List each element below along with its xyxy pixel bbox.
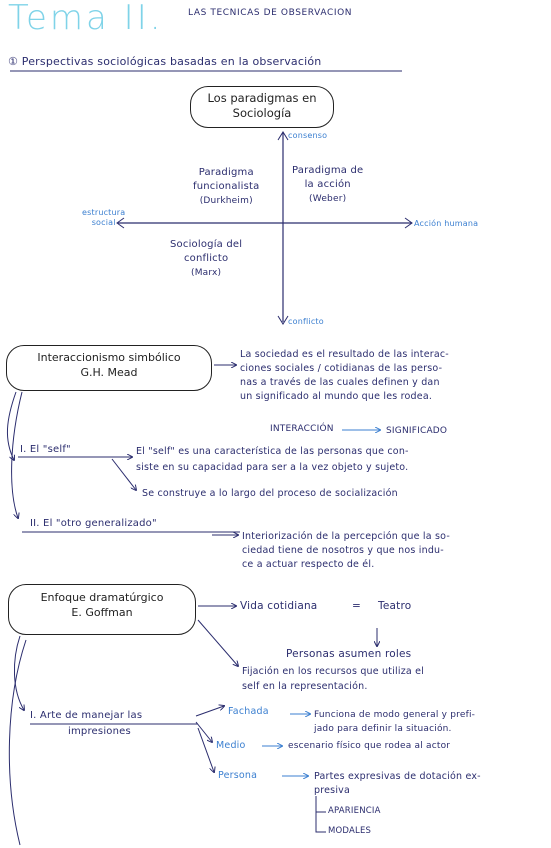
quadrant-line: la acción (304, 179, 351, 190)
cloud-line: Enfoque dramatúrgico (40, 591, 164, 604)
desc-line: ce a actuar respecto de él. (242, 559, 375, 570)
desc-line: un significado al mundo que les rodea. (240, 391, 433, 402)
section-heading: ① Perspectivas sociológicas basadas en l… (8, 55, 322, 68)
quadrant-line: (Marx) (190, 268, 222, 278)
personas-roles: Personas asumen roles (286, 648, 412, 660)
medio-description: escenario físico que rodea al actor (288, 741, 451, 751)
desc-line: siste en su capacidad para ser a la vez … (136, 462, 409, 473)
axis-bottom-label: conflicto (288, 317, 324, 326)
axis-left-line: social (91, 218, 116, 227)
cloud-line: Interaccionismo simbólico (37, 351, 181, 364)
fachada-label: Fachada (228, 706, 269, 717)
teatro-word: Teatro (378, 600, 412, 612)
desc-line: Fijación en los recursos que utiliza el (242, 666, 425, 677)
axis-right-label: Acción humana (414, 219, 479, 228)
medio-label: Medio (216, 740, 246, 751)
desc-line: presiva (314, 785, 351, 796)
quadrant-line: Paradigma (198, 167, 254, 178)
desc-line: Funciona de modo general y prefi- (314, 710, 476, 720)
cloud-line: E. Goffman (71, 606, 133, 619)
enfoque-cloud: Enfoque dramatúrgico E. Goffman (8, 584, 196, 635)
desc-line: La sociedad es el resultado de las inter… (240, 349, 449, 360)
quadrant-line: (Durkheim) (199, 196, 253, 206)
desc-line: ciones sociales / cotidianas de las pers… (240, 363, 443, 374)
arte-line: impresiones (68, 726, 131, 737)
interaccion-word: INTERACCIÓN (270, 424, 334, 434)
cloud-line: Los paradigmas en (207, 91, 317, 105)
page-subtitle: LAS TECNICAS DE OBSERVACION (188, 8, 353, 18)
persona-description: Partes expresivas de dotación ex- presiv… (314, 770, 481, 798)
desc-line: ciedad tiene de nosotros y que nos indu- (242, 545, 444, 556)
desc-line: Partes expresivas de dotación ex- (314, 771, 481, 782)
quadrant-top-left: Paradigma funcionalista (Durkheim) (193, 166, 259, 208)
equals-sign: = (352, 600, 361, 612)
quadrant-line: Paradigma de (292, 165, 364, 176)
fijacion-description: Fijación en los recursos que utiliza el … (242, 664, 424, 694)
vida-cotidiana: Vida cotidiana (240, 600, 318, 612)
otro-description: Interiorización de la percepción que la … (242, 530, 450, 572)
quadrant-line: (Weber) (309, 194, 347, 204)
apariencia-word: APARIENCIA (328, 806, 381, 816)
cloud-line: Sociología (232, 106, 292, 120)
quadrant-bottom-left: Sociología del conflicto (Marx) (170, 238, 242, 280)
paradigms-cloud: Los paradigmas en Sociología (190, 86, 334, 128)
axis-top-label: consenso (288, 131, 328, 140)
self-description: El "self" es una característica de las p… (136, 444, 409, 476)
quadrant-line: Sociología del (170, 239, 243, 250)
quadrant-line: conflicto (183, 253, 229, 264)
desc-line: El "self" es una característica de las p… (136, 446, 409, 457)
interaccionismo-cloud: Interaccionismo simbólico G.H. Mead (6, 345, 212, 391)
desc-line: self en la representación. (242, 681, 368, 692)
desc-line: Interiorización de la percepción que la … (242, 531, 450, 542)
axis-left-label: estructura social (82, 208, 125, 228)
interaccionismo-description: La sociedad es el resultado de las inter… (240, 348, 449, 404)
axis-left-line: estructura (82, 208, 126, 217)
desc-line: nas a través de las cuales definen y dan (240, 377, 440, 388)
quadrant-top-right: Paradigma de la acción (Weber) (292, 164, 363, 206)
self-description-2: Se construye a lo largo del proceso de s… (142, 488, 398, 499)
quadrant-line: funcionalista (193, 181, 260, 192)
arte-line: I. Arte de manejar las (30, 710, 143, 721)
arte-label: I. Arte de manejar las impresiones (30, 708, 142, 740)
fachada-description: Funciona de modo general y prefi- jado p… (314, 708, 475, 736)
modales-word: MODALES (328, 826, 372, 836)
page-title: Tema II. (8, 0, 164, 38)
cloud-line: G.H. Mead (80, 366, 138, 379)
significado-word: SIGNIFICADO (386, 426, 448, 436)
otro-label: II. El "otro generalizado" (30, 518, 157, 529)
persona-label: Persona (218, 770, 258, 781)
self-label: I. El "self" (20, 444, 71, 455)
desc-line: jado para definir la situación. (314, 724, 452, 734)
